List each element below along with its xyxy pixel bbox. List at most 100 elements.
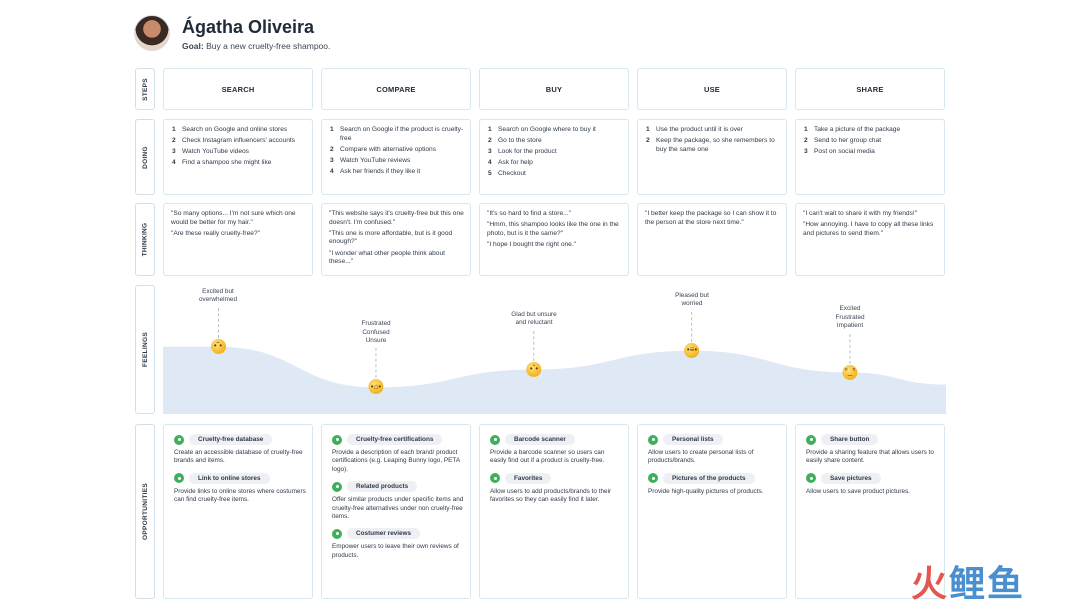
opportunities-card-use: Personal lists Allow users to create per… [637,424,787,599]
opportunities-card-search: Cruelty-free database Create an accessib… [163,424,313,599]
opportunity: Favorites Allow users to add products/br… [490,472,622,505]
opportunity: Cruelty-free database Create an accessib… [174,434,306,466]
thought-quote: "It's so hard to find a store..." [487,210,572,217]
opportunity-title: Barcode scanner [505,434,575,445]
step-card-use: USE [637,68,787,110]
step-title: SHARE [856,84,884,94]
opportunity-desc: Provide a sharing feature that allows us… [806,449,934,465]
thinking-card-use: "I better keep the package so I can show… [637,203,787,276]
opportunity: Personal lists Allow users to create per… [648,434,780,466]
goal-label: Goal: [182,40,204,51]
thought-quote: "This website says it's cruelty-free but… [329,210,464,226]
opportunity-desc: Offer similar products under specific it… [332,496,464,521]
thought-quote: "I wonder what other people think about … [329,249,445,266]
watermark-logo: 火鲤鱼 [911,565,1025,605]
location-pin-icon [332,434,342,445]
opportunity: Save pictures Allow users to save produc… [806,472,938,496]
feeling-connector [691,311,693,342]
feeling-connector [375,348,377,379]
opportunities-card-share: Share button Provide a sharing feature t… [795,424,945,599]
step-title: COMPARE [376,84,416,94]
tired-emoji-icon: •⌂• [368,379,384,395]
thinking-card-share: "I can't wait to share it with my friend… [795,203,945,276]
step-title: SEARCH [221,84,255,94]
opportunity-desc: Allow users to save product pictures. [806,487,911,495]
feeling-connector [217,307,219,338]
opportunity: Related products Offer similar products … [332,481,464,521]
goal-text: Buy a new cruelty-free shampoo. [206,40,331,51]
feeling-connector [849,333,851,364]
opportunity: Barcode scanner Provide a barcode scanne… [490,434,622,466]
grimace-emoji-icon: •≡• [684,342,700,358]
thinking-card-buy: "It's so hard to find a store..." "Hmm, … [479,203,629,276]
opportunity: Costumer reviews Empower users to leave … [332,528,464,560]
opportunity-desc: Provide a description of each brand/ pro… [332,449,460,473]
location-pin-icon [174,434,184,445]
opportunity-desc: Allow users to add products/brands to th… [490,487,612,504]
row-label-doing: DOING [135,119,155,195]
thought-quote: "This one is more affordable, but is it … [329,229,453,246]
opportunity-title: Cruelty-free certifications [347,434,443,445]
opportunity-desc: Allow users to create personal lists of … [648,449,754,465]
step-title: BUY [545,84,563,94]
opportunities-card-compare: Cruelty-free certifications Provide a de… [321,424,471,599]
location-pin-icon [490,473,500,484]
opportunity: Link to online stores Provide links to o… [174,472,306,505]
opportunity-desc: Create an accessible database of cruelty… [174,449,303,465]
location-pin-icon [648,434,658,445]
thinking-card-compare: "This website says it's cruelty-free but… [321,203,471,276]
opportunity-desc: Provide high-quality pictures of product… [648,487,764,495]
opportunity-desc: Empower users to leave their own reviews… [332,543,459,559]
persona-header: Ágatha Oliveira Goal: Buy a new cruelty-… [134,12,330,54]
rolling-eyes-emoji-icon: °_° [842,364,858,380]
persona-info: Ágatha Oliveira Goal: Buy a new cruelty-… [182,16,330,51]
location-pin-icon [806,434,816,445]
thought-quote: "Are these really cruelty-free?" [171,229,260,237]
row-label-feelings: FEELINGS [135,285,155,414]
location-pin-icon [806,473,816,484]
opportunity-desc: Provide links to online stores where cos… [174,487,306,504]
opportunity-title: Favorites [505,472,552,484]
thought-quote: "I hope I bought the right one." [487,240,576,248]
row-label-thinking: THINKING [135,203,155,276]
thinking-card-search: "So many options... I'm not sure which o… [163,203,313,276]
opportunity-title: Pictures of the products [663,472,755,484]
location-pin-icon [648,473,658,484]
opportunities-card-buy: Barcode scanner Provide a barcode scanne… [479,424,629,599]
row-label-opportunities: OPPORTUNITIES [135,424,155,599]
location-pin-icon [332,528,342,539]
feeling-connector [533,330,535,361]
thought-quote: "So many options... I'm not sure which o… [171,210,296,226]
opportunity-title: Cruelty-free database [189,434,273,445]
watermark-part2: 鲤鱼 [949,564,1026,605]
opportunity-title: Related products [347,481,418,493]
location-pin-icon [174,473,184,484]
location-pin-icon [490,434,500,445]
thought-quote: "I better keep the package so I can show… [645,210,777,226]
